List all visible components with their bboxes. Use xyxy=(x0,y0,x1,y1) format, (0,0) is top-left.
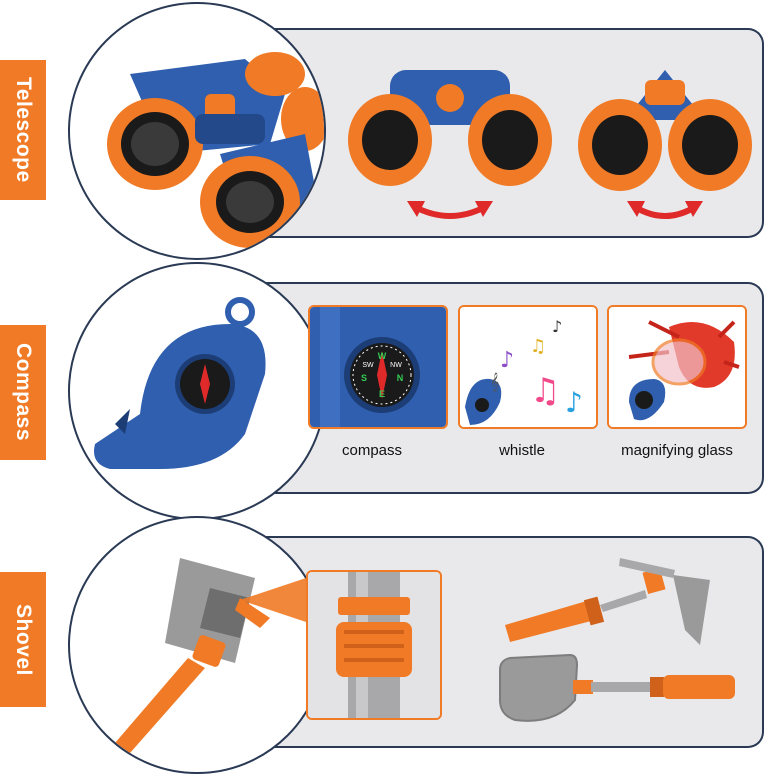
rotate-outward-arrow-icon xyxy=(407,201,493,219)
music-note-icon: ♪ xyxy=(500,348,514,373)
telescope-tab-label: Telescope xyxy=(12,77,35,183)
dial-letter-w: W xyxy=(378,351,387,361)
binoculars-main-image xyxy=(107,52,324,248)
dial-letter-sw: SW xyxy=(362,362,374,369)
dial-letter-nw: NW xyxy=(390,362,402,369)
rotate-inward-arrow-icon xyxy=(627,201,703,219)
compass-tab: Compass xyxy=(0,325,46,460)
music-note-icon: ♪ xyxy=(552,317,562,336)
magnifier-feature-thumb xyxy=(607,305,747,429)
shovel-joint-thumb xyxy=(306,570,442,720)
zoom-callout-shape xyxy=(240,575,315,625)
shovel-main-image xyxy=(115,558,270,753)
whistle-caption: whistle xyxy=(499,442,545,459)
music-note-icon: ♫ xyxy=(530,371,560,411)
compass-circle xyxy=(68,262,326,520)
binoculars-narrow-image xyxy=(578,70,752,191)
telescope-tab: Telescope xyxy=(0,60,46,200)
shovel-circle xyxy=(68,516,326,774)
dial-letter-n: N xyxy=(397,373,404,383)
shovel-tab-label: Shovel xyxy=(12,603,35,676)
magnifier-caption: magnifying glass xyxy=(621,442,733,459)
compass-caption: compass xyxy=(341,442,403,459)
binoculars-wide-image xyxy=(348,70,552,186)
compass-whistle-main-image xyxy=(94,297,266,469)
music-note-icon: ♫ xyxy=(530,336,546,357)
folded-shovel-image xyxy=(505,558,710,645)
whistle-feature-thumb: ♪ ♫ ♪ ♫ ♪ 𝄞 xyxy=(458,305,598,429)
treble-clef-icon: 𝄞 xyxy=(490,372,499,392)
music-note-icon: ♪ xyxy=(565,386,583,419)
dial-letter-e: E xyxy=(379,389,385,399)
telescope-circle xyxy=(68,2,326,260)
compass-tab-label: Compass xyxy=(12,343,35,442)
unfolded-shovel-image xyxy=(499,653,735,722)
compass-feature-thumb: W NW SW S N E xyxy=(308,305,448,429)
dial-letter-s: S xyxy=(361,373,367,383)
shovel-tab: Shovel xyxy=(0,572,46,707)
